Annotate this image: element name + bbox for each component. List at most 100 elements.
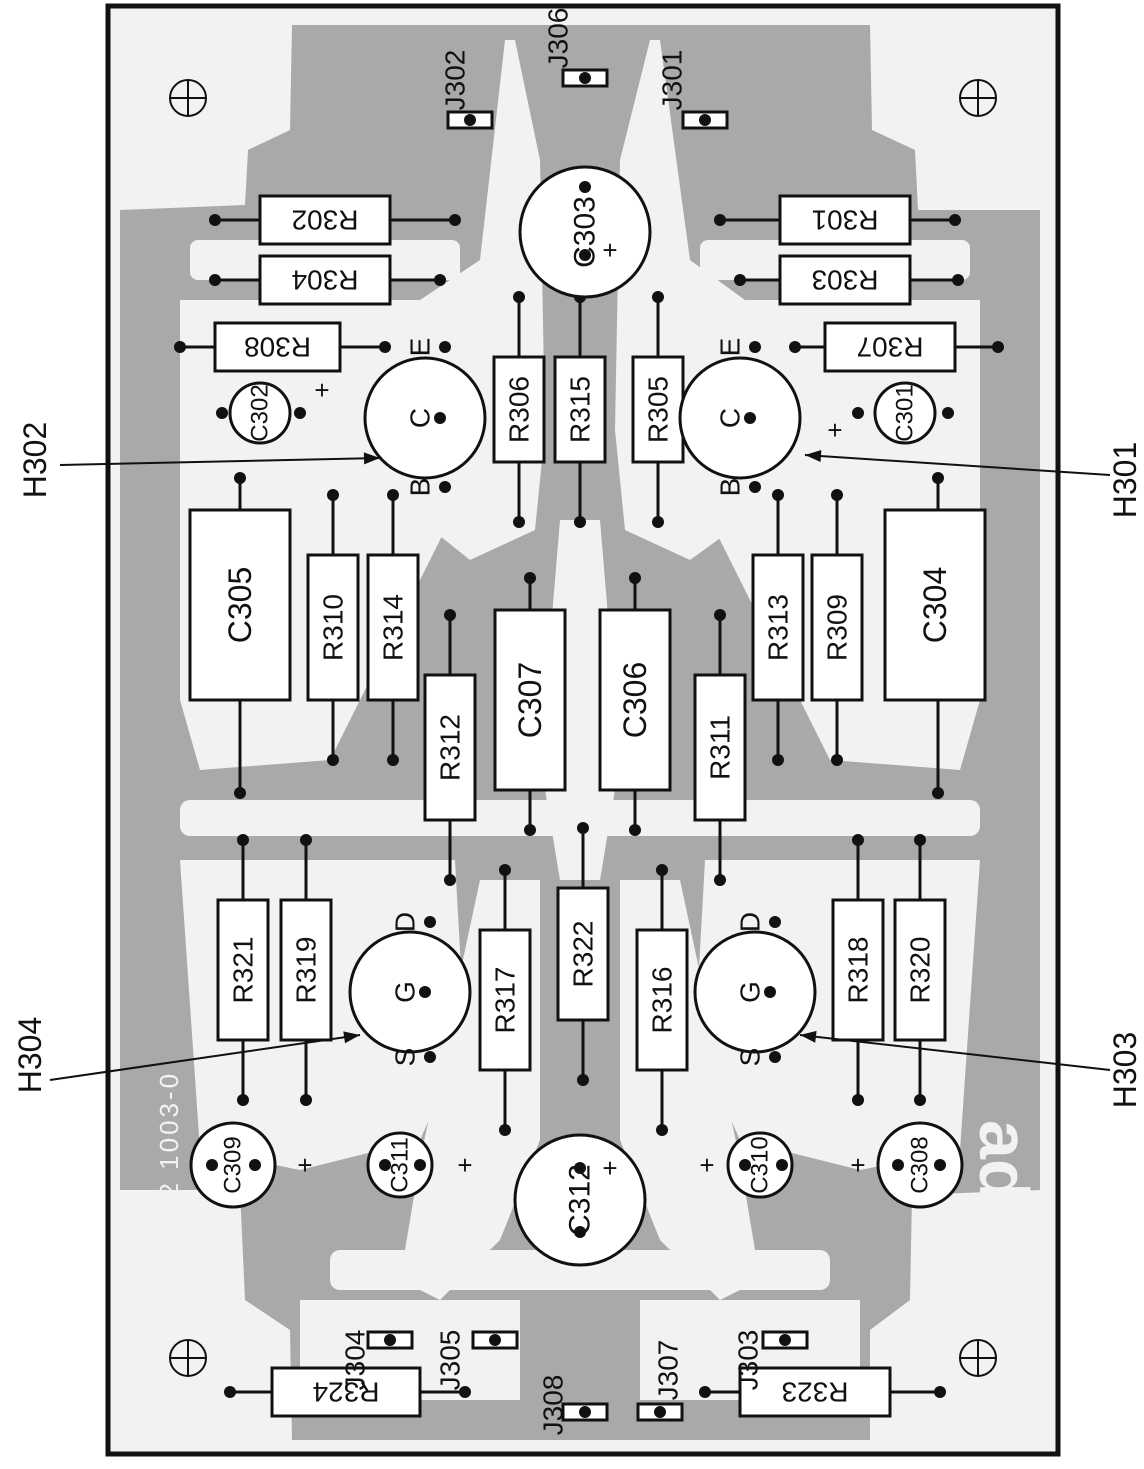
- resistor-r308: R308: [174, 321, 391, 373]
- solder-pad: [574, 1226, 586, 1238]
- solder-pad: [914, 1094, 926, 1106]
- solder-pad: [579, 181, 591, 193]
- solder-pad: [424, 1051, 436, 1063]
- jack-label: J308: [538, 1375, 569, 1436]
- solder-pad: [387, 489, 399, 501]
- jack-label: J303: [733, 1330, 764, 1391]
- solder-pad: [237, 834, 249, 846]
- jack-j306: J306: [543, 8, 609, 88]
- solder-pad: [831, 489, 843, 501]
- solder-pad: [384, 1334, 396, 1346]
- pin-letter: D: [390, 912, 421, 932]
- transistor-h301: ECB: [678, 338, 802, 496]
- solder-pad: [424, 916, 436, 928]
- solder-pad: [327, 489, 339, 501]
- jack-j307: J307: [636, 1340, 684, 1422]
- solder-pad: [852, 1094, 864, 1106]
- solder-pad: [489, 1334, 501, 1346]
- solder-pad: [772, 754, 784, 766]
- solder-pad: [739, 1159, 751, 1171]
- solder-pad: [579, 1406, 591, 1418]
- resistor-label: R307: [857, 332, 924, 363]
- resistor-r306: R306: [492, 291, 546, 528]
- solder-pad: [234, 472, 246, 484]
- silkscreen-part-number: ADS2 1003-0: [154, 1071, 184, 1260]
- callout-label: H304: [12, 1017, 48, 1094]
- solder-pad: [209, 274, 221, 286]
- solder-pad: [934, 1159, 946, 1171]
- resistor-label: R304: [292, 265, 359, 296]
- transistor-h304: DGS: [348, 912, 472, 1066]
- pin-letter: B: [405, 478, 436, 497]
- solder-pad: [513, 291, 525, 303]
- resistor-r320: R320: [893, 834, 947, 1106]
- solder-pad: [387, 754, 399, 766]
- capacitor-c308: C308+: [850, 1121, 964, 1209]
- solder-pad: [789, 341, 801, 353]
- solder-pad: [499, 864, 511, 876]
- solder-pad: [459, 1386, 471, 1398]
- polarity-plus: +: [827, 415, 842, 445]
- solder-pad: [734, 274, 746, 286]
- resistor-label: R319: [291, 937, 322, 1004]
- jack-j303: J303: [733, 1330, 809, 1391]
- solder-pad: [209, 214, 221, 226]
- mounting-hole-top-left: [169, 79, 207, 117]
- solder-pad: [574, 1162, 586, 1174]
- capacitor-label: C310: [747, 1136, 774, 1193]
- solder-pad: [764, 986, 776, 998]
- mounting-hole-top-right: [959, 79, 997, 117]
- solder-pad: [652, 291, 664, 303]
- pin-letter: G: [735, 981, 766, 1003]
- capacitor-label: C303: [569, 196, 602, 268]
- pin-letter: E: [405, 338, 436, 357]
- solder-pad: [914, 834, 926, 846]
- solder-pad: [449, 214, 461, 226]
- solder-pad: [327, 754, 339, 766]
- callout-h301: H301: [804, 442, 1143, 518]
- callout-h303: H303: [799, 1030, 1143, 1108]
- solder-pad: [699, 1386, 711, 1398]
- solder-pad: [656, 1124, 668, 1136]
- jack-j301: J301: [657, 50, 729, 130]
- capacitor-c304: C304: [883, 472, 987, 799]
- capacitor-label: C305: [222, 567, 258, 644]
- solder-pad: [652, 516, 664, 528]
- solder-pad: [952, 274, 964, 286]
- solder-pad: [414, 1159, 426, 1171]
- resistor-r314: R314: [366, 489, 420, 766]
- solder-pad: [206, 1159, 218, 1171]
- capacitor-c307: C307: [493, 572, 567, 836]
- capacitor-label: C308: [907, 1136, 934, 1193]
- resistor-label: R321: [228, 937, 259, 1004]
- solder-pad: [769, 1051, 781, 1063]
- jack-label: J301: [657, 50, 688, 111]
- solder-pad: [174, 341, 186, 353]
- solder-pad: [776, 1159, 788, 1171]
- transistor-h303: DGS: [693, 912, 817, 1066]
- solder-pad: [237, 1094, 249, 1106]
- capacitor-c311: C311+: [366, 1131, 473, 1199]
- solder-pad: [892, 1159, 904, 1171]
- jack-label: J306: [543, 8, 574, 69]
- resistor-label: R324: [313, 1377, 380, 1408]
- resistor-label: R311: [705, 715, 736, 780]
- resistor-r312: R312: [423, 609, 477, 886]
- resistor-label: R308: [244, 332, 311, 363]
- solder-pad: [434, 274, 446, 286]
- capacitor-label: C302: [247, 384, 274, 441]
- jack-j308: J308: [538, 1375, 609, 1436]
- solder-pad: [577, 1074, 589, 1086]
- solder-pad: [629, 824, 641, 836]
- resistor-label: R303: [812, 265, 879, 296]
- solder-pad: [749, 341, 761, 353]
- solder-pad: [524, 824, 536, 836]
- capacitor-label: C304: [917, 567, 953, 644]
- pin-letter: D: [735, 912, 766, 932]
- polarity-plus: +: [602, 1153, 617, 1183]
- callout-label: H302: [17, 422, 53, 499]
- resistor-r309: R309: [810, 489, 864, 766]
- capacitor-c310: C310+: [699, 1131, 794, 1199]
